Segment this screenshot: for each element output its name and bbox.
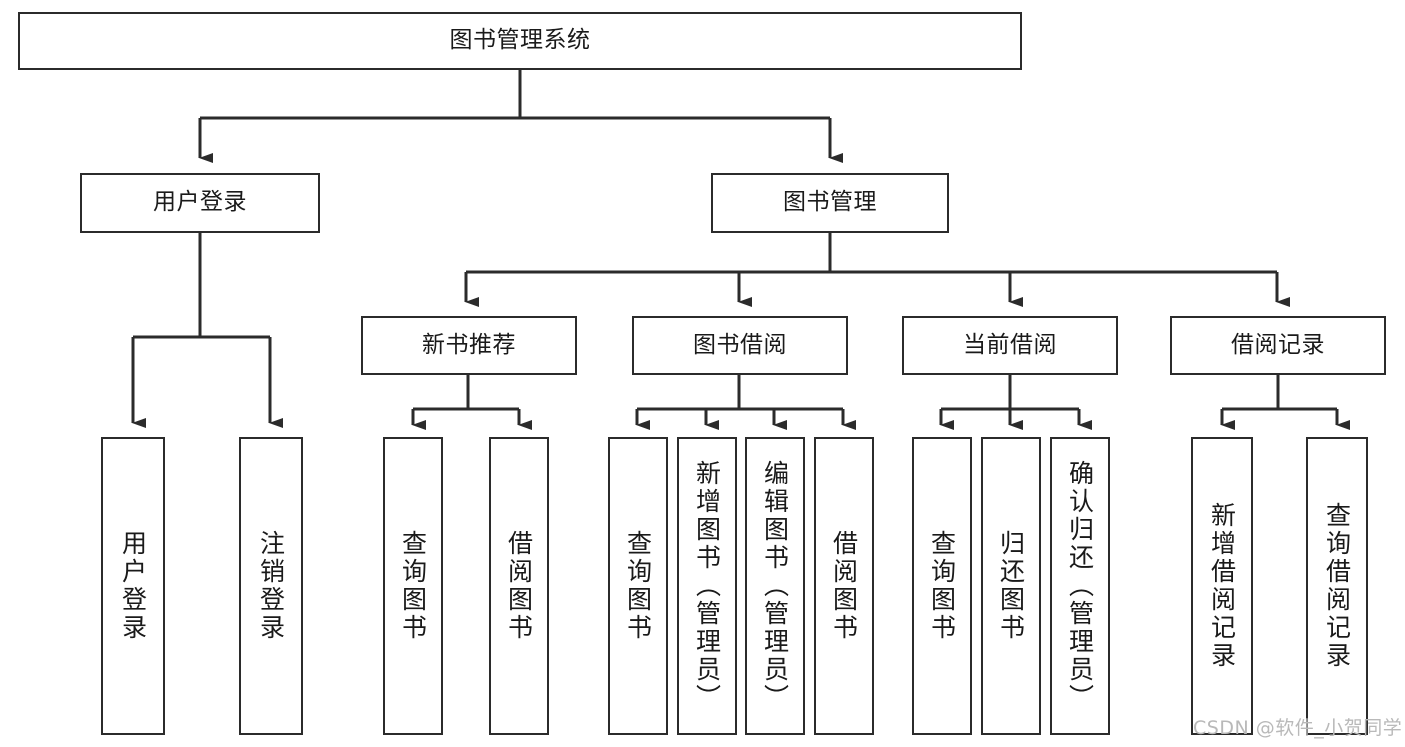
node-user-login[interactable]: 用户登录 xyxy=(80,173,320,233)
node-leaf-return-book[interactable]: 归还图书 xyxy=(981,437,1041,735)
node-leaf-confirm-return[interactable]: 确认归还（管理员） xyxy=(1050,437,1110,735)
node-leaf-logout-label: 注销登录 xyxy=(256,530,286,642)
node-leaf-query-book-3[interactable]: 查询图书 xyxy=(912,437,972,735)
node-user-login-label: 用户登录 xyxy=(153,189,247,216)
node-leaf-borrow-book-1[interactable]: 借阅图书 xyxy=(489,437,549,735)
node-leaf-borrow-book-1-label: 借阅图书 xyxy=(504,530,534,642)
node-current-borrow[interactable]: 当前借阅 xyxy=(902,316,1118,375)
node-leaf-add-book[interactable]: 新增图书（管理员） xyxy=(677,437,737,735)
node-book-borrow[interactable]: 图书借阅 xyxy=(632,316,848,375)
node-leaf-query-book-3-label: 查询图书 xyxy=(927,530,957,642)
node-leaf-user-login[interactable]: 用户登录 xyxy=(101,437,165,735)
node-root-label: 图书管理系统 xyxy=(449,27,591,54)
node-root[interactable]: 图书管理系统 xyxy=(18,12,1022,70)
node-book-manage-label: 图书管理 xyxy=(783,189,877,216)
node-leaf-edit-book-label: 编辑图书（管理员） xyxy=(760,460,790,712)
node-leaf-borrow-book-2-label: 借阅图书 xyxy=(829,530,859,642)
node-leaf-query-record-label: 查询借阅记录 xyxy=(1322,502,1352,670)
node-leaf-add-record[interactable]: 新增借阅记录 xyxy=(1191,437,1253,735)
node-leaf-logout[interactable]: 注销登录 xyxy=(239,437,303,735)
node-leaf-user-login-label: 用户登录 xyxy=(118,530,148,642)
node-leaf-add-record-label: 新增借阅记录 xyxy=(1207,502,1237,670)
node-leaf-query-book-2-label: 查询图书 xyxy=(623,530,653,642)
csdn-watermark: CSDN @软件_小贺同学 xyxy=(1193,717,1403,739)
node-borrow-record[interactable]: 借阅记录 xyxy=(1170,316,1386,375)
node-leaf-borrow-book-2[interactable]: 借阅图书 xyxy=(814,437,874,735)
node-leaf-query-book-2[interactable]: 查询图书 xyxy=(608,437,668,735)
node-leaf-edit-book[interactable]: 编辑图书（管理员） xyxy=(745,437,805,735)
node-leaf-return-book-label: 归还图书 xyxy=(996,530,1026,642)
node-book-manage[interactable]: 图书管理 xyxy=(711,173,949,233)
node-borrow-record-label: 借阅记录 xyxy=(1231,331,1325,358)
node-book-borrow-label: 图书借阅 xyxy=(693,331,787,358)
node-new-book-rec[interactable]: 新书推荐 xyxy=(361,316,577,375)
node-leaf-confirm-return-label: 确认归还（管理员） xyxy=(1065,460,1095,712)
node-new-book-rec-label: 新书推荐 xyxy=(422,331,516,358)
node-leaf-query-record[interactable]: 查询借阅记录 xyxy=(1306,437,1368,735)
node-leaf-query-book-1-label: 查询图书 xyxy=(398,530,428,642)
node-current-borrow-label: 当前借阅 xyxy=(963,331,1057,358)
node-leaf-add-book-label: 新增图书（管理员） xyxy=(692,460,722,712)
node-leaf-query-book-1[interactable]: 查询图书 xyxy=(383,437,443,735)
